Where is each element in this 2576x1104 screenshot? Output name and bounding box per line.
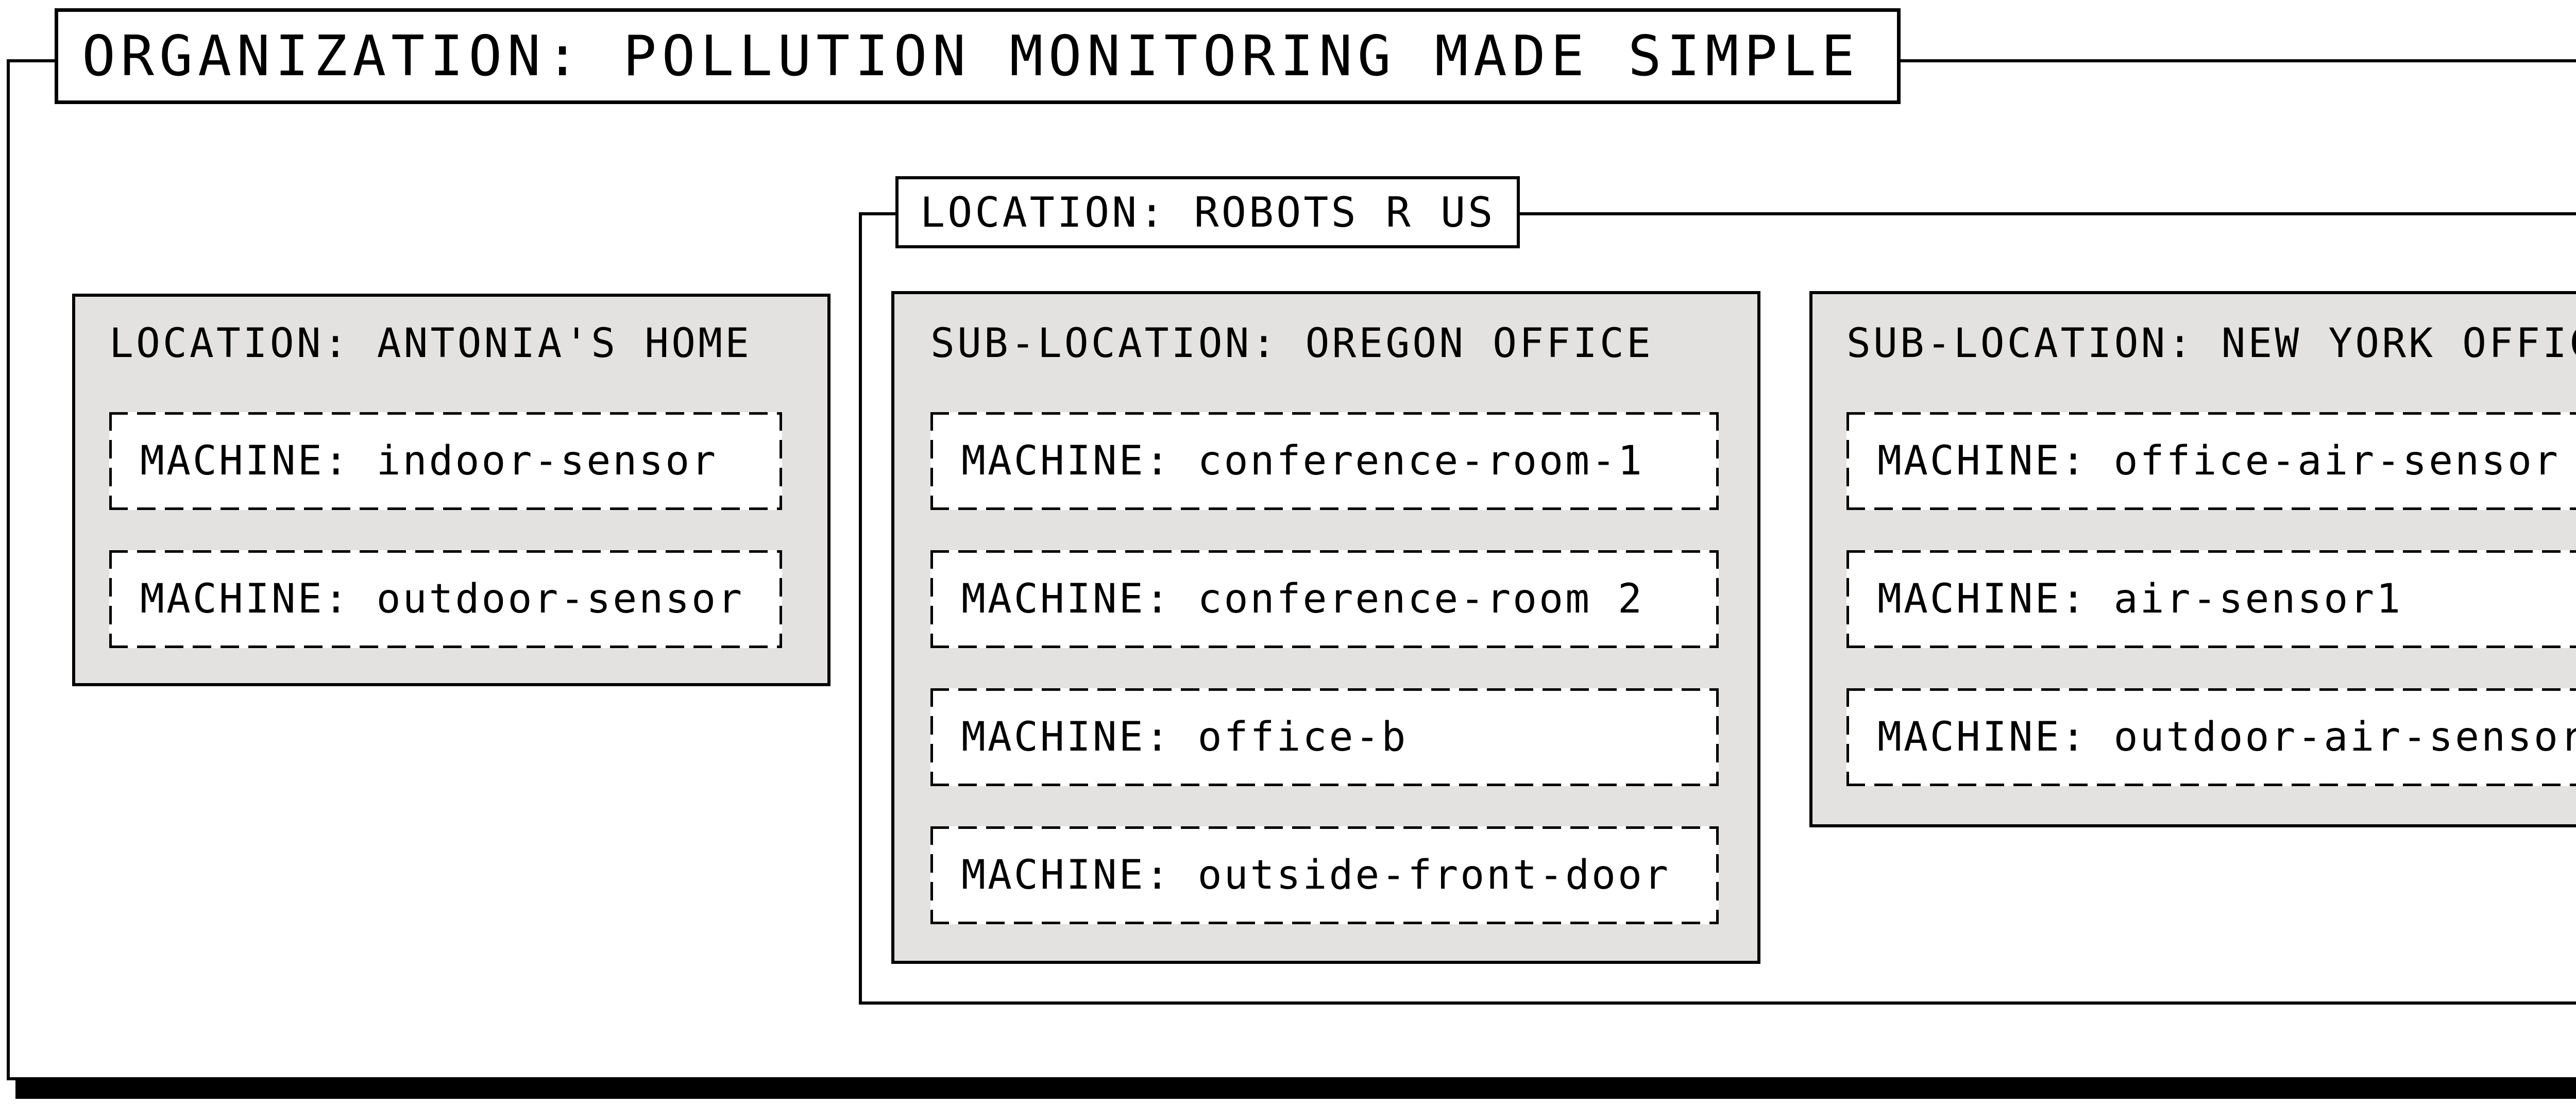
sub-location-label-oregon-office: SUB-LOCATION: OREGON OFFICE: [930, 320, 1653, 367]
location-title-tab-robots-r-us: LOCATION: ROBOTS R US: [895, 176, 1520, 248]
location-label-antonias-home: LOCATION: ANTONIA'S HOME: [109, 320, 752, 367]
machine-box-conference-room-1: MACHINE: conference-room-1: [930, 412, 1719, 510]
machine-box-office-air-sensor: MACHINE: office-air-sensor: [1846, 412, 2576, 510]
machine-label-office-b: MACHINE: office-b: [961, 714, 1408, 760]
machine-label-office-air-sensor: MACHINE: office-air-sensor: [1877, 438, 2560, 484]
machine-label-outdoor-air-sensor: MACHINE: outdoor-air-sensor: [1877, 714, 2576, 760]
machine-label-outside-front-door: MACHINE: outside-front-door: [961, 852, 1670, 898]
machine-box-office-b: MACHINE: office-b: [930, 688, 1719, 786]
machine-box-air-sensor1: MACHINE: air-sensor1: [1846, 550, 2576, 648]
machine-label-indoor-sensor: MACHINE: indoor-sensor: [140, 438, 718, 484]
organization-title-tab: ORGANIZATION: POLLUTION MONITORING MADE …: [55, 8, 1901, 104]
machine-label-conference-room-2: MACHINE: conference-room 2: [961, 576, 1644, 622]
machine-box-outdoor-sensor: MACHINE: outdoor-sensor: [109, 550, 782, 648]
machine-box-outdoor-air-sensor: MACHINE: outdoor-air-sensor: [1846, 688, 2576, 786]
machine-box-outside-front-door: MACHINE: outside-front-door: [930, 826, 1719, 924]
machine-box-indoor-sensor: MACHINE: indoor-sensor: [109, 412, 782, 510]
sub-location-label-new-york-office: SUB-LOCATION: NEW YORK OFFICE: [1846, 320, 2576, 367]
organization-title-label: ORGANIZATION: POLLUTION MONITORING MADE …: [82, 24, 1860, 89]
location-label-robots-r-us: LOCATION: ROBOTS R US: [920, 188, 1496, 236]
machine-label-conference-room-1: MACHINE: conference-room-1: [961, 438, 1644, 484]
machine-box-conference-room-2: MACHINE: conference-room 2: [930, 550, 1719, 648]
machine-label-outdoor-sensor: MACHINE: outdoor-sensor: [140, 576, 744, 622]
machine-label-air-sensor1: MACHINE: air-sensor1: [1877, 576, 2403, 622]
